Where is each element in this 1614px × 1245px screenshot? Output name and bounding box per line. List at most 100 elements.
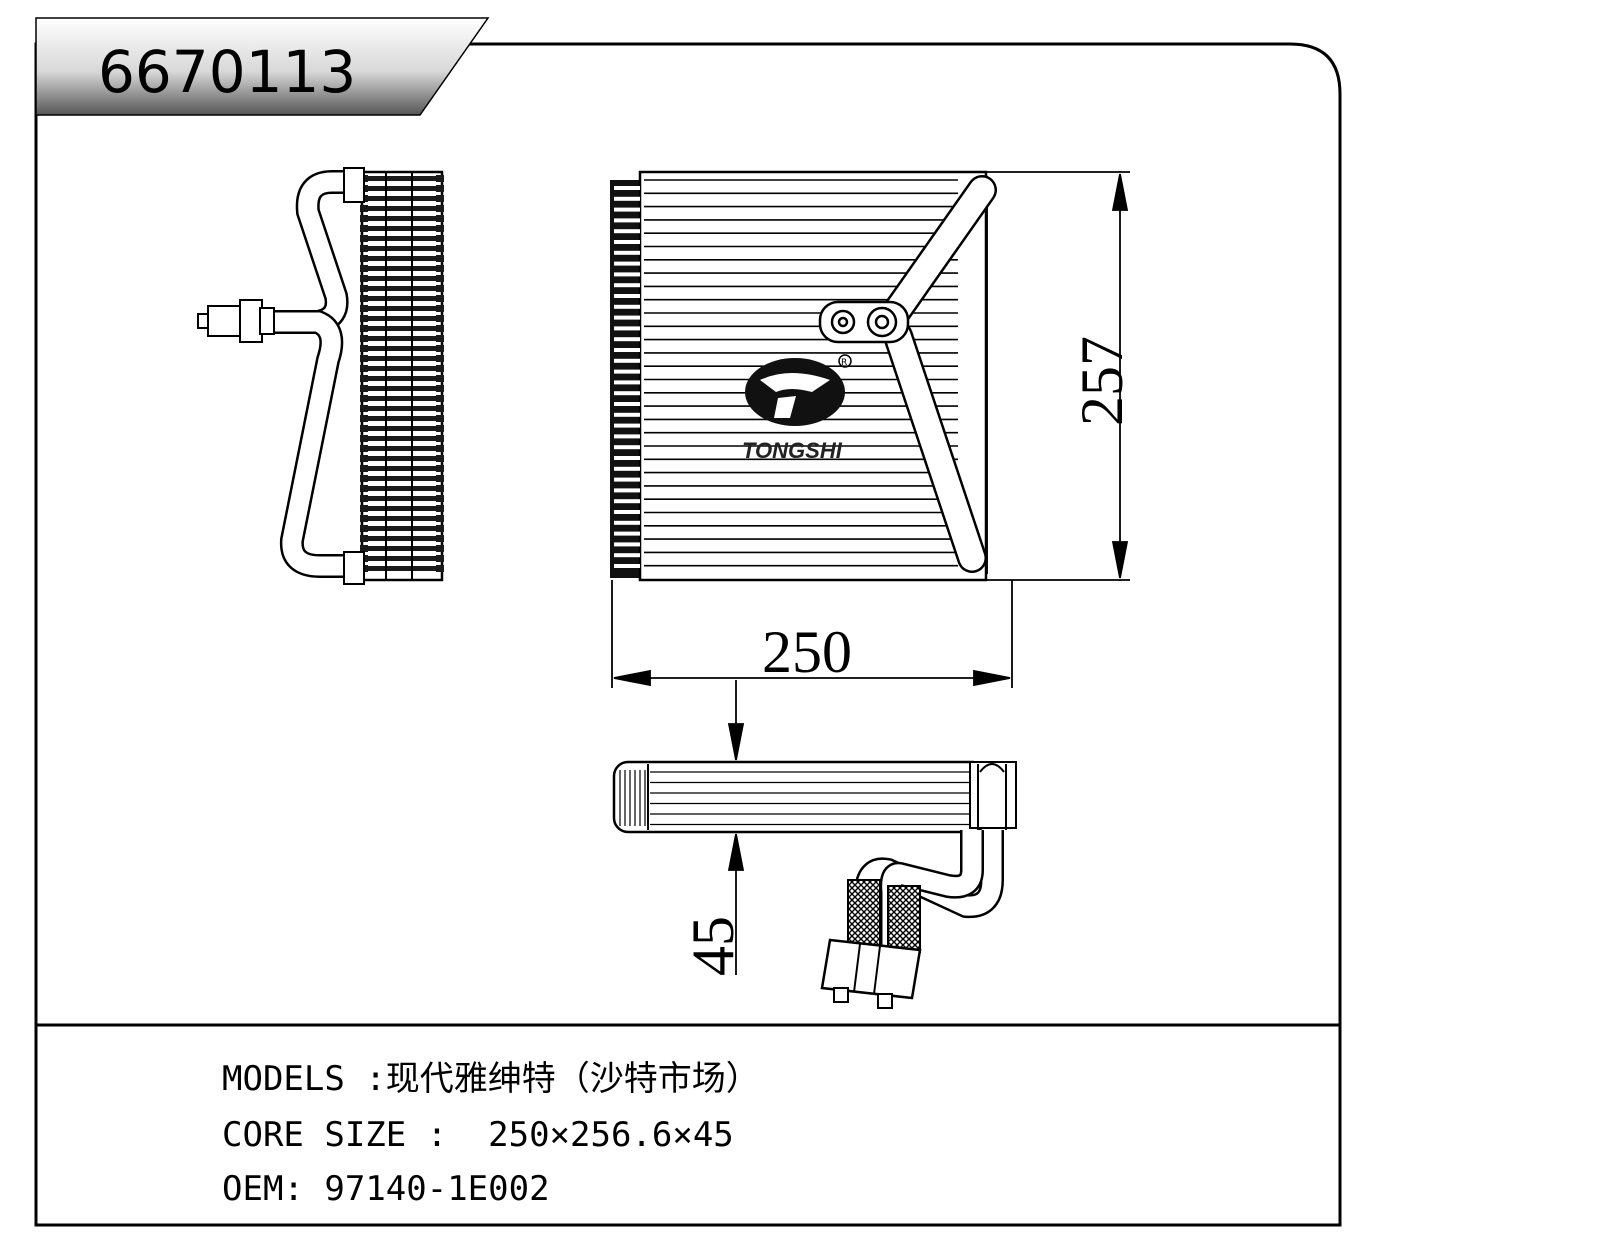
tank-rib: [962, 412, 984, 417]
side-fin: [364, 396, 440, 401]
side-fin-tooth: [360, 215, 368, 222]
side-fin-tooth: [360, 535, 368, 542]
tank-rib: [614, 520, 640, 525]
side-fin-tooth: [360, 375, 368, 382]
side-fin-tooth: [436, 365, 444, 372]
tank-rib: [962, 326, 984, 331]
side-fin-tooth: [436, 275, 444, 282]
side-fin-tooth: [360, 355, 368, 362]
tank-rib: [614, 186, 640, 190]
side-fin: [364, 316, 440, 321]
side-fin-tooth: [360, 255, 368, 262]
side-fin-tooth: [360, 385, 368, 392]
side-fin-tooth: [436, 565, 444, 572]
tank-rib: [962, 283, 984, 288]
tank-rib: [614, 283, 640, 288]
side-fin-tooth: [360, 485, 368, 492]
core-size-label: CORE SIZE: [222, 1115, 407, 1155]
side-fin-tooth: [436, 375, 444, 382]
side-fin: [364, 346, 440, 351]
side-fin: [364, 246, 440, 251]
side-fin-tooth: [436, 425, 444, 432]
side-fin: [364, 406, 440, 411]
side-fin-tooth: [360, 235, 368, 242]
side-fin-tooth: [436, 535, 444, 542]
tank-rib: [614, 272, 640, 277]
side-fin-tooth: [436, 525, 444, 532]
front-view: TONGSHI R: [610, 170, 997, 582]
side-fin-tooth: [436, 185, 444, 192]
tank-rib: [962, 358, 984, 363]
tank-rib: [614, 488, 640, 493]
side-fin-tooth: [436, 455, 444, 462]
side-fin-tooth: [436, 325, 444, 332]
side-fin-tooth: [436, 255, 444, 262]
tank-rib: [962, 348, 984, 352]
tank-rib: [614, 499, 640, 504]
tank-rib: [962, 294, 984, 298]
side-fin-tooth: [436, 505, 444, 512]
tank-rib: [614, 510, 640, 514]
tank-rib: [614, 326, 640, 331]
spec-oem-row: OEM: 97140-1E002: [222, 1172, 550, 1206]
tank-rib: [962, 434, 984, 439]
tank-rib: [614, 207, 640, 212]
side-fin-tooth: [360, 405, 368, 412]
tank-rib: [614, 261, 640, 266]
side-fin: [364, 186, 440, 191]
side-fin: [364, 276, 440, 281]
tank-rib: [962, 261, 984, 266]
tank-rib: [614, 369, 640, 374]
side-fin-tooth: [436, 385, 444, 392]
side-fin-tooth: [360, 505, 368, 512]
brand-logo-text: TONGSHI: [742, 438, 843, 463]
side-fin: [364, 436, 440, 441]
side-fin-tooth: [436, 315, 444, 322]
side-fin-tooth: [436, 395, 444, 402]
tank-rib: [962, 229, 984, 234]
side-fin-tooth: [436, 475, 444, 482]
registered-mark-icon: R: [838, 354, 852, 368]
tank-rib: [614, 445, 640, 450]
side-fin-tooth: [436, 465, 444, 472]
side-fin: [364, 506, 440, 511]
side-fin-tooth: [360, 445, 368, 452]
side-fin: [364, 256, 440, 261]
tank-rib: [614, 456, 640, 460]
side-fin: [364, 526, 440, 531]
side-fin-tooth: [360, 315, 368, 322]
tank-rib: [614, 412, 640, 417]
oem-value: 97140-1E002: [324, 1169, 550, 1209]
side-fin-tooth: [436, 335, 444, 342]
side-fin-tooth: [436, 515, 444, 522]
tank-rib: [962, 456, 984, 460]
tank-rib: [614, 337, 640, 342]
side-fin: [364, 516, 440, 521]
side-fin: [364, 366, 440, 371]
tank-rib: [962, 315, 984, 320]
side-fin-tooth: [360, 265, 368, 272]
side-fin-tooth: [360, 335, 368, 342]
tank-rib: [614, 304, 640, 309]
tank-rib: [614, 466, 640, 471]
side-fin: [364, 306, 440, 311]
side-fin-tooth: [436, 175, 444, 182]
tank-rib: [962, 423, 984, 428]
side-fin-tooth: [360, 275, 368, 282]
depth-dimension-label: 45: [680, 916, 746, 976]
tank-rib: [962, 445, 984, 450]
side-fin-tooth: [360, 425, 368, 432]
side-fin-tooth: [360, 395, 368, 402]
side-fin: [364, 226, 440, 231]
side-fin: [364, 446, 440, 451]
tank-rib: [614, 553, 640, 558]
side-fin: [364, 466, 440, 471]
side-fin: [364, 456, 440, 461]
side-fin-tooth: [360, 325, 368, 332]
tank-rib: [614, 218, 640, 223]
side-fin: [364, 266, 440, 271]
oem-label: OEM:: [222, 1169, 304, 1209]
side-fin-tooth: [436, 495, 444, 502]
tank-rib: [962, 488, 984, 493]
side-fin-tooth: [436, 545, 444, 552]
